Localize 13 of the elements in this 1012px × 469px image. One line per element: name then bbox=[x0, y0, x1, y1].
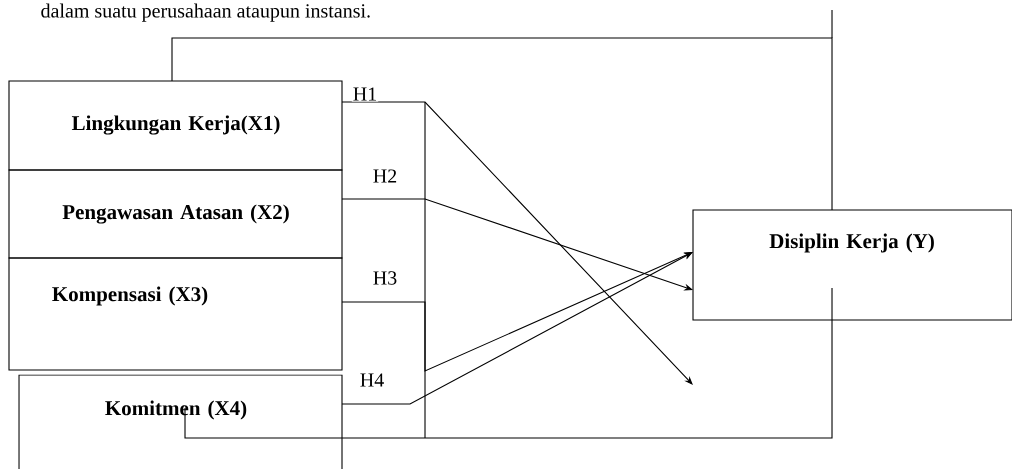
variable-box: Kompensasi (X3) bbox=[8, 257, 343, 371]
edge-label: H3 bbox=[371, 270, 399, 286]
variable-box: Komitmen (X4) bbox=[18, 374, 343, 469]
variable-box: Disiplin Kerja (Y) bbox=[692, 209, 1012, 321]
variable-box: Pengawasan Atasan (X2) bbox=[8, 169, 343, 259]
edge-label: H1 bbox=[351, 86, 379, 102]
variable-box: Lingkungan Kerja(X1) bbox=[8, 80, 343, 171]
edge-label: H4 bbox=[358, 372, 386, 388]
note-text: dalam suatu perusahaan ataupun instansi. bbox=[41, 3, 370, 22]
edge-label: H2 bbox=[371, 168, 399, 184]
arrow bbox=[341, 101, 693, 385]
arrow bbox=[341, 198, 693, 291]
arrow bbox=[341, 252, 693, 405]
